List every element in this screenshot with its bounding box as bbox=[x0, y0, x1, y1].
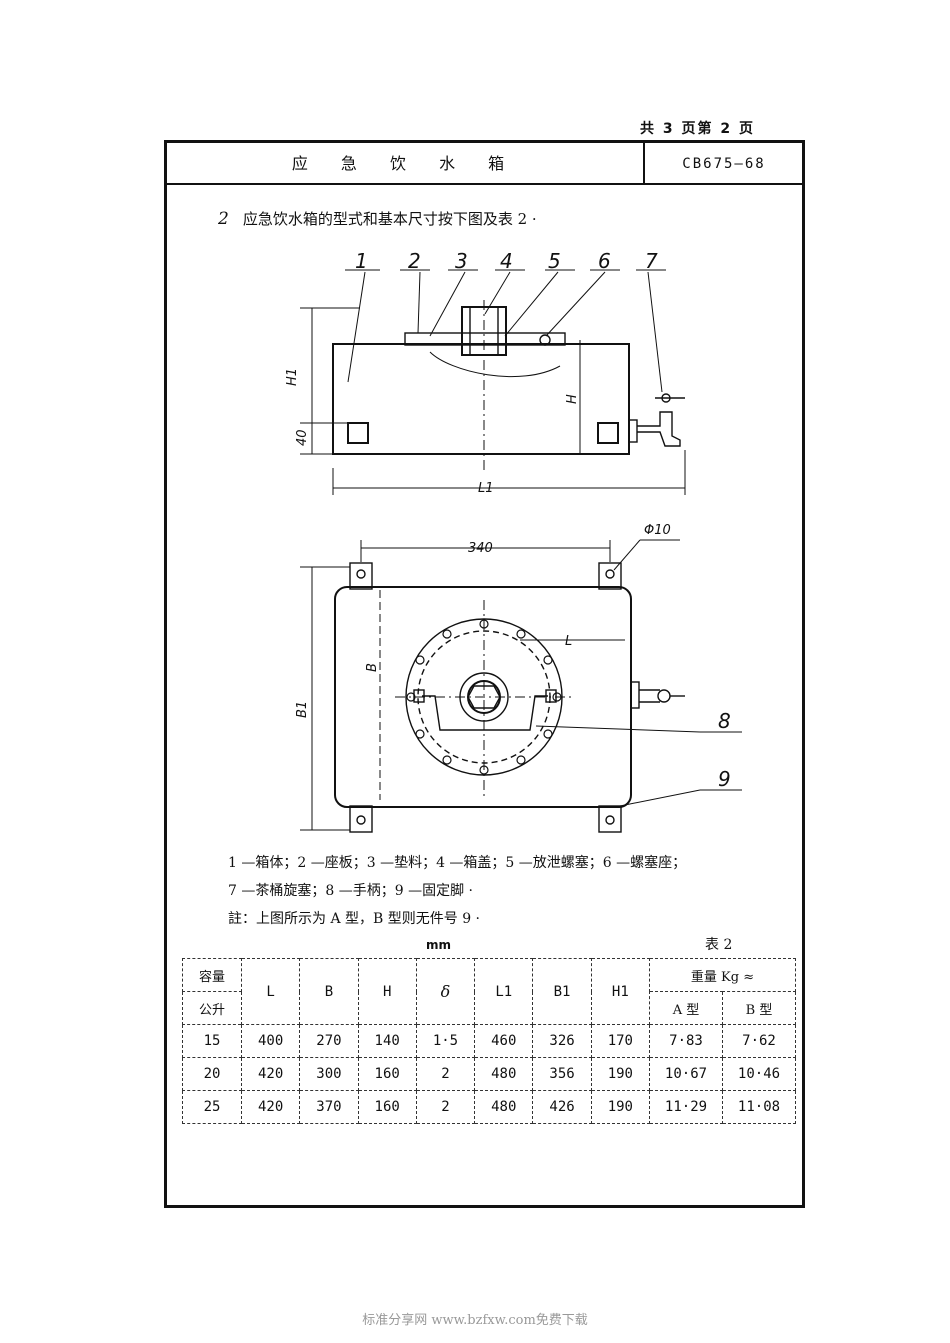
dim-h1: H1 bbox=[285, 368, 300, 386]
cell: 426 bbox=[532, 1090, 592, 1124]
cell: 25 bbox=[182, 1090, 242, 1124]
cell: 160 bbox=[357, 1057, 417, 1091]
cell: 1·5 bbox=[415, 1024, 476, 1058]
table-row: 25 420 370 160 2 480 426 190 11·29 11·08 bbox=[182, 1090, 796, 1124]
header-col-h: H bbox=[357, 958, 417, 1025]
cell: 420 bbox=[240, 1090, 301, 1124]
header-col-delta: δ bbox=[415, 958, 476, 1025]
header-col-l: L bbox=[240, 958, 301, 1025]
section-number: 2 bbox=[218, 209, 229, 229]
part-label-3: 3 bbox=[455, 249, 468, 273]
intro-text: 应急饮水箱的型式和基本尺寸按下图及表 2 · bbox=[242, 210, 537, 228]
cell: 370 bbox=[299, 1090, 359, 1124]
table-row: 15 400 270 140 1·5 460 326 170 7·83 7·62 bbox=[182, 1024, 796, 1058]
cell: 170 bbox=[590, 1024, 651, 1058]
cell: 11·08 bbox=[722, 1090, 796, 1124]
legend-line-2: 7 —茶桶旋塞；8 —手柄；9 —固定脚 · bbox=[228, 883, 473, 899]
cell: 270 bbox=[299, 1024, 359, 1058]
cell: 10·46 bbox=[722, 1057, 796, 1091]
header-weight: 重量 Kg ≈ bbox=[649, 958, 796, 992]
dim-b: B bbox=[365, 663, 380, 672]
part-label-2: 2 bbox=[408, 249, 421, 273]
header-type-a: A 型 bbox=[649, 991, 723, 1025]
standard-code: CB675—68 bbox=[682, 156, 766, 172]
part-label-9: 9 bbox=[718, 767, 731, 791]
table-header-row-2: 公升 A 型 B 型 bbox=[182, 991, 796, 1025]
dim-l: L bbox=[565, 634, 572, 649]
header-capacity-bottom: 公升 bbox=[182, 991, 242, 1025]
footer-watermark: 标准分享网 www.bzfxw.com免费下载 bbox=[362, 1313, 588, 1328]
header-type-b: B 型 bbox=[722, 991, 796, 1025]
cell: 420 bbox=[240, 1057, 301, 1091]
cell: 460 bbox=[474, 1024, 534, 1058]
page-number-info: 共 3 页第 2 页 bbox=[640, 121, 755, 137]
intro-paragraph: 2 应急饮水箱的型式和基本尺寸按下图及表 2 · bbox=[218, 208, 537, 229]
cell: 300 bbox=[299, 1057, 359, 1091]
cell: 480 bbox=[474, 1057, 534, 1091]
dim-40: 40 bbox=[295, 429, 310, 446]
header-separator bbox=[643, 142, 645, 183]
dim-phi10: Φ10 bbox=[644, 523, 671, 538]
units-label: mm bbox=[426, 938, 452, 952]
cell: 160 bbox=[357, 1090, 417, 1124]
header-col-b: B bbox=[299, 958, 359, 1025]
dim-340: 340 bbox=[468, 541, 493, 556]
cell: 2 bbox=[415, 1057, 476, 1091]
technical-drawing: 1 2 3 4 5 6 7 8 9 H1 40 H L1 340 Φ10 B B… bbox=[285, 249, 742, 833]
cell: 11·29 bbox=[649, 1090, 723, 1124]
part-label-8: 8 bbox=[718, 709, 731, 733]
legend-line-1: 1 —箱体；2 —座板；3 —垫料；4 —箱盖；5 —放泄螺塞；6 —螺塞座； bbox=[228, 855, 687, 871]
cell: 7·62 bbox=[722, 1024, 796, 1058]
part-label-4: 4 bbox=[500, 249, 513, 273]
dim-l1: L1 bbox=[478, 481, 494, 496]
cell: 326 bbox=[532, 1024, 592, 1058]
cell: 356 bbox=[532, 1057, 592, 1091]
header-col-h1: H1 bbox=[590, 958, 651, 1025]
header-divider bbox=[166, 183, 803, 185]
legend-note: 註：上图所示为 A 型，B 型则无件号 9 · bbox=[228, 911, 481, 927]
cell: 7·83 bbox=[649, 1024, 723, 1058]
header-capacity-top: 容量 bbox=[182, 958, 242, 992]
document-frame bbox=[164, 140, 805, 1208]
cell: 2 bbox=[415, 1090, 476, 1124]
header-col-b1: B1 bbox=[532, 958, 592, 1025]
part-label-6: 6 bbox=[598, 249, 611, 273]
dim-b1: B1 bbox=[295, 701, 310, 718]
lid-plate bbox=[404, 332, 566, 346]
cell: 140 bbox=[357, 1024, 417, 1058]
table-number: 表 2 bbox=[705, 937, 733, 953]
cell: 10·67 bbox=[649, 1057, 723, 1091]
table-header-row: 容量 L B H δ L1 B1 H1 重量 Kg ≈ bbox=[182, 958, 796, 1025]
part-label-5: 5 bbox=[548, 249, 561, 273]
cell: 190 bbox=[590, 1090, 651, 1124]
table-row: 20 420 300 160 2 480 356 190 10·67 10·46 bbox=[182, 1057, 796, 1091]
cell: 15 bbox=[182, 1024, 242, 1058]
part-label-7: 7 bbox=[645, 249, 658, 273]
dim-h: H bbox=[565, 394, 580, 404]
cell: 190 bbox=[590, 1057, 651, 1091]
cell: 20 bbox=[182, 1057, 242, 1091]
tank-body-side bbox=[332, 343, 630, 455]
part-label-1: 1 bbox=[355, 249, 368, 273]
cell: 480 bbox=[474, 1090, 534, 1124]
document-title: 应 急 饮 水 箱 bbox=[291, 154, 519, 173]
cell: 400 bbox=[240, 1024, 301, 1058]
header-col-l1: L1 bbox=[474, 958, 534, 1025]
dimension-table: 容量 L B H δ L1 B1 H1 重量 Kg ≈ 公升 A 型 B 型 1… bbox=[182, 958, 796, 1124]
